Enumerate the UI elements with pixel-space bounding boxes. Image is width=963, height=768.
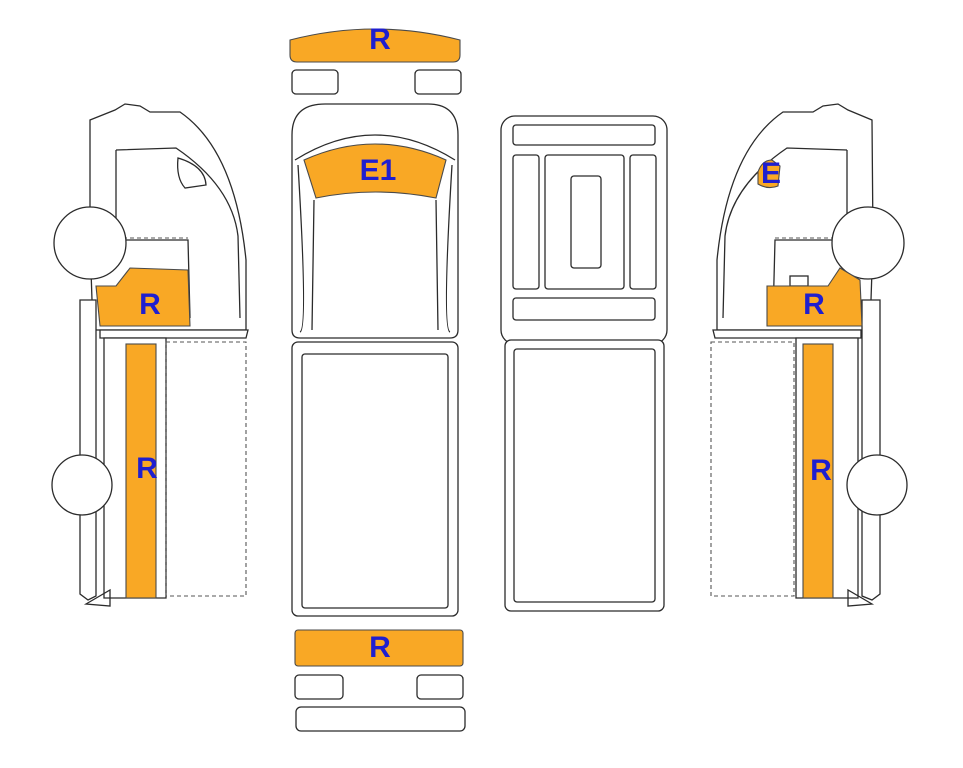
left-front-wheel — [53, 206, 127, 280]
right-handle — [789, 275, 809, 287]
zone-right-window[interactable] — [757, 159, 781, 189]
underside-rear-rail — [512, 297, 656, 321]
zone-labels: R E1 R R E R R R — [136, 23, 832, 664]
underside-tunnel — [570, 175, 602, 269]
label-left-side-body: R — [136, 452, 158, 485]
left-cargo-dashed — [165, 341, 247, 597]
damage-zones — [95, 28, 863, 667]
cargo-box-top — [291, 341, 459, 617]
right-sill — [712, 329, 862, 339]
left-cab-window — [115, 147, 241, 319]
label-front-bumper: R — [369, 23, 391, 56]
label-left-door-lower: R — [139, 288, 161, 321]
left-sill — [99, 329, 249, 339]
label-right-side-body: R — [810, 454, 832, 487]
label-right-door-lower: R — [803, 288, 825, 321]
zone-left-side-body[interactable] — [125, 343, 157, 599]
underside-cargo — [504, 339, 665, 612]
cargo-box-inner — [301, 353, 449, 609]
cab-right-pillar — [445, 164, 453, 333]
right-front-wheel — [831, 206, 905, 280]
underside-cab — [500, 115, 668, 345]
rear-right-light — [416, 674, 464, 700]
zone-left-door-lower[interactable] — [95, 267, 191, 327]
right-door-line — [772, 150, 848, 319]
zone-right-side-body[interactable] — [802, 343, 834, 599]
left-mirror — [177, 157, 207, 189]
underside-view — [500, 115, 668, 612]
hood-line — [294, 134, 456, 161]
left-door-line — [115, 150, 191, 319]
underside-right-rail — [629, 154, 657, 290]
right-cab-outline — [716, 103, 874, 331]
rear-step — [295, 706, 466, 732]
right-frame-rail — [861, 299, 881, 601]
label-windshield: E1 — [360, 154, 397, 187]
front-left-headlight — [291, 69, 339, 95]
cab-left-pillar — [297, 164, 305, 333]
right-cab-window — [722, 147, 848, 319]
rear-left-light — [294, 674, 344, 700]
right-rear-wheel — [846, 454, 908, 516]
zone-right-door-lower[interactable] — [766, 267, 863, 327]
left-mudflap — [83, 588, 111, 607]
zone-windshield[interactable] — [303, 143, 447, 199]
zone-rear-bumper[interactable] — [294, 629, 464, 667]
right-mudflap — [847, 588, 875, 607]
underside-center-frame — [544, 154, 625, 290]
right-cargo-dashed — [710, 341, 795, 597]
cab-inner-lines — [311, 199, 439, 331]
underside-front-rail — [512, 124, 656, 146]
zone-front-bumper[interactable] — [289, 28, 461, 63]
underside-cargo-inner — [513, 348, 656, 603]
label-rear-bumper: R — [369, 631, 391, 664]
underside-left-rail — [512, 154, 540, 290]
left-rear-wheel — [51, 454, 113, 516]
cab-roof-outline — [291, 103, 459, 339]
left-frame-rail — [79, 299, 97, 601]
label-right-window: E — [761, 157, 781, 190]
front-view — [291, 69, 462, 95]
front-right-headlight — [414, 69, 462, 95]
